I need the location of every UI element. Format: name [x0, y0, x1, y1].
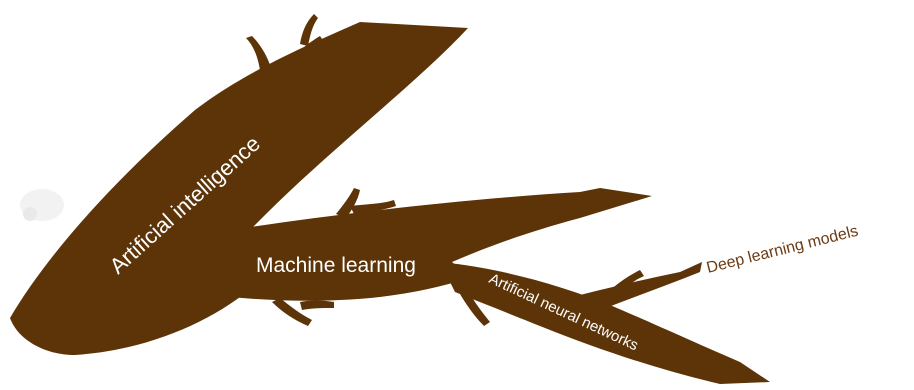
dl-twig [604, 270, 644, 302]
branch-machine-learning [220, 188, 652, 301]
branch-deep-learning-models [560, 262, 702, 316]
trunk-artificial-intelligence [10, 22, 468, 355]
trunk-twig-upper [246, 36, 276, 98]
label-machine-learning: Machine learning [256, 254, 416, 277]
ml-twig-bottom-2 [300, 300, 334, 310]
background-smudge [20, 189, 64, 221]
tree-shape [10, 14, 770, 384]
label-deep-learning-models: Deep learning models [705, 223, 860, 277]
trunk-twig-upper-3 [300, 14, 318, 46]
trunk-twig-upper-2 [268, 36, 324, 90]
branch-artificial-neural-networks [440, 262, 770, 384]
ml-twig-top [336, 188, 360, 218]
ml-twig-top-2 [350, 200, 396, 214]
ann-twig [460, 290, 490, 326]
ml-twig-bottom [272, 298, 312, 326]
